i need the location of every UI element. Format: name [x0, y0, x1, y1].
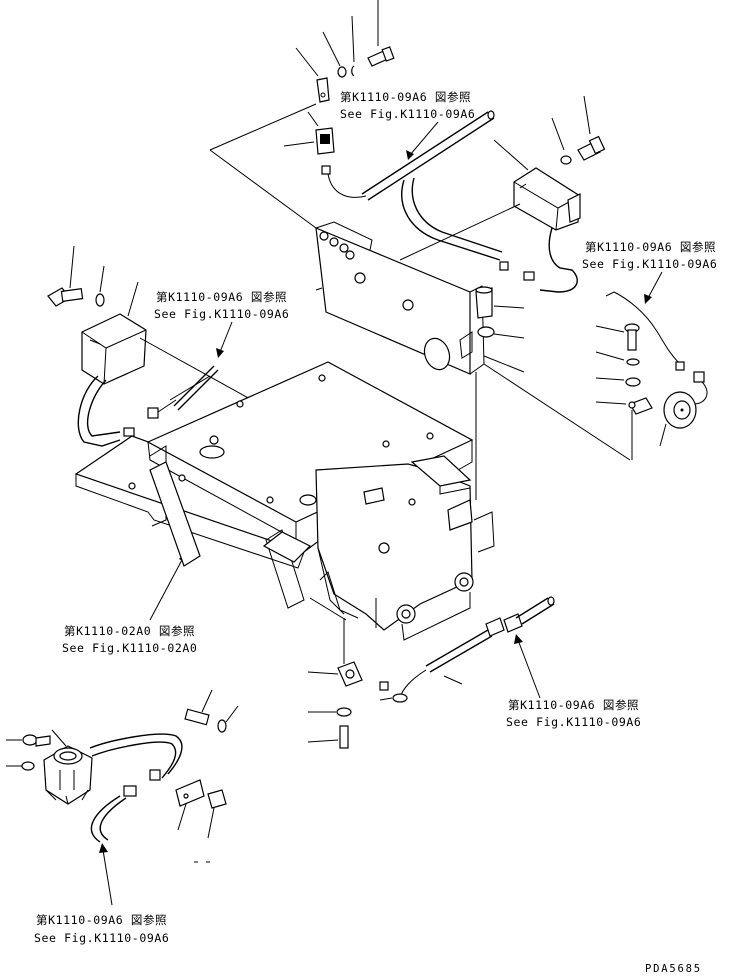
bolt-washers-top	[322, 0, 395, 78]
horn-fasteners	[595, 323, 641, 405]
horn-assembly	[605, 291, 708, 447]
reference-arrows	[99, 121, 663, 906]
reference-label-left: 第K1110-09A6 図参照 See Fig.K1110-09A6	[154, 290, 289, 321]
component-bottom-left	[6, 729, 183, 843]
reference-en-text: See Fig.K1110-09A6	[582, 257, 717, 271]
relay-unit-right	[493, 95, 606, 293]
reference-en-text: See Fig.K1110-09A6	[340, 107, 475, 121]
drawing-code: PDA5685	[645, 963, 702, 975]
reference-jp-text: 第K1110-09A6 図参照	[36, 913, 167, 927]
leader-lines-long	[209, 103, 633, 461]
sensor-and-harness-lower	[307, 596, 555, 749]
reference-jp-text: 第K1110-09A6 図参照	[156, 290, 287, 304]
reference-label-frame: 第K1110-02A0 図参照 See Fig.K1110-02A0	[62, 624, 197, 655]
main-frame-assembly	[74, 361, 495, 641]
reference-jp-text: 第K1110-09A6 図参照	[585, 240, 716, 254]
reference-label-lower-right: 第K1110-09A6 図参照 See Fig.K1110-09A6	[506, 698, 641, 729]
reference-label-bottom-left: 第K1110-09A6 図参照 See Fig.K1110-09A6	[34, 913, 169, 945]
wire-harness-top	[321, 110, 509, 271]
relay-unit-left	[47, 245, 273, 447]
reference-en-text: See Fig.K1110-02A0	[62, 641, 197, 655]
reference-jp-text: 第K1110-09A6 図参照	[340, 90, 471, 104]
reference-en-text: See Fig.K1110-09A6	[154, 307, 289, 321]
reference-label-right: 第K1110-09A6 図参照 See Fig.K1110-09A6	[582, 240, 717, 271]
reference-jp-text: 第K1110-02A0 図参照	[64, 624, 195, 638]
connector-bracket-top	[283, 47, 335, 155]
bolts-bottom-left	[175, 689, 239, 863]
reference-label-top-center: 第K1110-09A6 図参照 See Fig.K1110-09A6	[340, 90, 475, 121]
rear-mounting-panel	[315, 221, 485, 375]
reference-jp-text: 第K1110-09A6 図参照	[508, 698, 639, 712]
panel-bolt-washer	[475, 286, 525, 373]
reference-en-text: See Fig.K1110-09A6	[34, 931, 169, 945]
reference-en-text: See Fig.K1110-09A6	[506, 715, 641, 729]
